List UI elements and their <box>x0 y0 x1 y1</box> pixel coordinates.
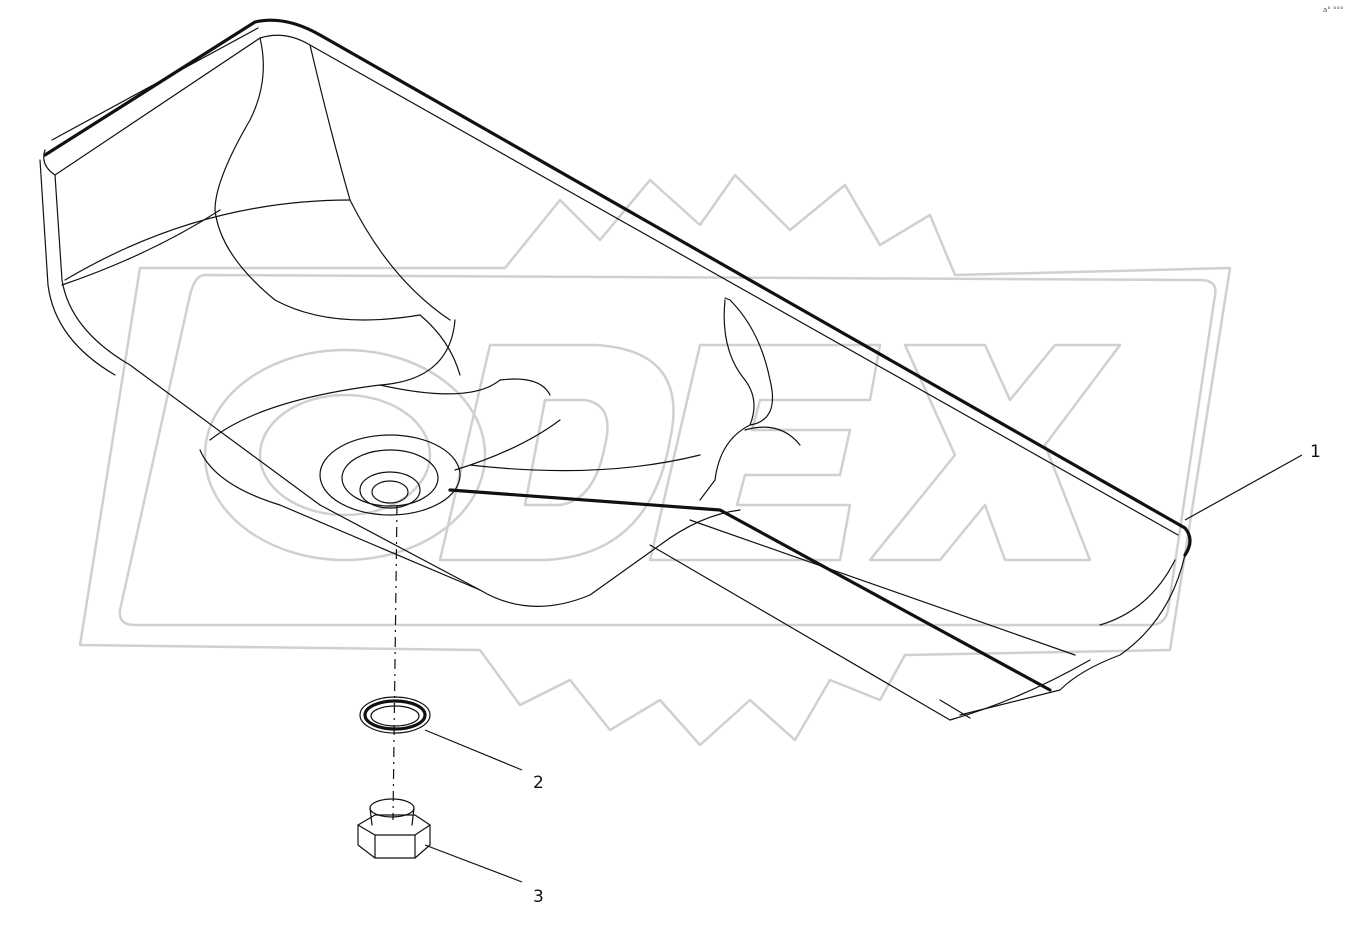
callout-3-label: 3 <box>533 887 544 907</box>
corner-code: a° °°° <box>1323 6 1344 14</box>
callout-2-leader <box>424 729 523 771</box>
drain-plug-part <box>357 798 431 859</box>
watermark-logo-icon <box>78 173 1232 747</box>
callout-3-leader <box>424 844 523 883</box>
callout-1-label: 1 <box>1310 442 1321 462</box>
drain-boss <box>319 434 461 516</box>
oil-pan-part <box>39 18 1192 721</box>
callout-1-leader <box>1184 454 1303 521</box>
assembly-axis-line <box>392 504 398 821</box>
callout-2-label: 2 <box>533 773 544 793</box>
sealing-washer-part <box>359 696 431 734</box>
